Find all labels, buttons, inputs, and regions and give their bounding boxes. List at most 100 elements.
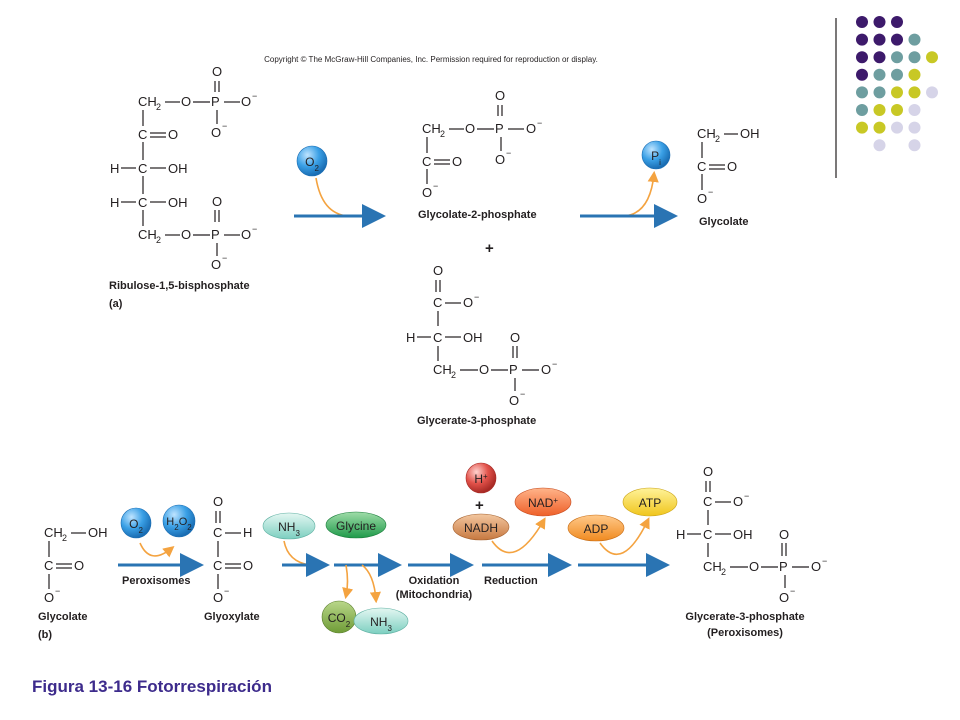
atp-label: ATP <box>639 496 661 510</box>
h2o2-bubble-label: H2O2 <box>166 516 192 532</box>
decor-dot <box>891 121 903 134</box>
svg-text:2: 2 <box>156 102 161 112</box>
adp-branch-arrow <box>599 517 650 555</box>
svg-text:O: O <box>212 194 222 209</box>
nadh-label: NADH <box>464 521 498 535</box>
svg-text:−: − <box>222 121 227 131</box>
svg-text:O: O <box>495 88 505 103</box>
svg-text:O: O <box>168 127 178 142</box>
co2-branch-arrow <box>342 564 354 600</box>
nadh-bubble: NADH <box>452 513 510 541</box>
svg-text:OH: OH <box>88 525 108 540</box>
decorative-dot-grid <box>856 16 938 152</box>
svg-text:CH: CH <box>703 559 722 574</box>
nadh-branch-arrow <box>491 517 546 554</box>
svg-text:OH: OH <box>740 126 760 141</box>
svg-text:−: − <box>537 118 542 128</box>
glycine-label: Glycine <box>336 519 376 533</box>
decor-dot <box>856 104 868 116</box>
svg-text:2: 2 <box>715 134 720 144</box>
co2-bubble: CO2 <box>321 600 357 634</box>
nad-plus-bubble: NAD+ <box>514 487 572 517</box>
svg-text:−: − <box>520 389 525 399</box>
svg-text:O: O <box>510 330 520 345</box>
decor-dot <box>926 86 938 99</box>
decor-dot <box>908 86 921 99</box>
svg-text:CH: CH <box>697 126 716 141</box>
label-glycolate-b: Glycolate <box>38 611 88 623</box>
phosphate-branch-arrow <box>623 170 659 217</box>
oxygen-branch-arrow <box>315 177 349 217</box>
svg-text:C: C <box>138 195 147 210</box>
svg-text:CH: CH <box>138 94 157 109</box>
svg-text:C: C <box>138 127 147 142</box>
label-ribulose-bisphosphate: Ribulose-1,5-bisphosphate <box>109 280 250 292</box>
svg-text:CH: CH <box>433 362 452 377</box>
decor-dot <box>908 33 921 46</box>
svg-text:O: O <box>433 263 443 278</box>
decor-dot <box>891 86 903 99</box>
decor-dot <box>891 104 903 116</box>
svg-text:−: − <box>433 181 438 191</box>
panel-b-tag: (b) <box>38 629 52 641</box>
svg-text:2: 2 <box>451 370 456 380</box>
svg-text:O: O <box>495 152 505 167</box>
svg-text:H: H <box>243 525 252 540</box>
svg-text:OH: OH <box>733 527 753 542</box>
svg-text:O: O <box>74 558 84 573</box>
svg-text:O: O <box>452 154 462 169</box>
svg-text:O: O <box>697 191 707 206</box>
oxygen-bubble: O2 <box>296 145 328 177</box>
decor-dot <box>926 51 938 64</box>
svg-text:O: O <box>811 559 821 574</box>
svg-text:2: 2 <box>156 235 161 245</box>
svg-text:O: O <box>727 159 737 174</box>
svg-text:2: 2 <box>440 129 445 139</box>
svg-text:O: O <box>526 121 536 136</box>
adp-bubble: ADP <box>567 514 625 542</box>
svg-text:P: P <box>779 559 788 574</box>
svg-text:−: − <box>744 491 749 501</box>
svg-text:O: O <box>181 227 191 242</box>
label-glycerate-3-phosphate-a: Glycerate-3-phosphate <box>417 415 536 427</box>
h2o2-bubble: H2O2 <box>162 504 196 538</box>
svg-text:O: O <box>422 185 432 200</box>
svg-text:O: O <box>44 590 54 605</box>
label-glycolate-2-phosphate: Glycolate-2-phosphate <box>418 209 537 221</box>
svg-text:P: P <box>509 362 518 377</box>
svg-text:P: P <box>211 227 220 242</box>
nh3-out-branch-arrow <box>361 564 381 604</box>
panel-a-tag: (a) <box>109 298 123 310</box>
decor-dot <box>908 68 921 81</box>
nh3-in-branch-arrow <box>283 540 311 566</box>
adp-label: ADP <box>584 522 609 536</box>
decor-dot <box>873 121 886 134</box>
label-step-mitochondria: (Mitochondria) <box>396 589 473 601</box>
svg-text:C: C <box>422 154 431 169</box>
phosphate-bubble-label: Pi <box>651 149 661 167</box>
svg-text:C: C <box>703 527 712 542</box>
svg-text:H: H <box>110 195 119 210</box>
nh3-in-label: NH3 <box>278 520 300 538</box>
svg-text:O: O <box>241 94 251 109</box>
svg-text:−: − <box>222 253 227 263</box>
label-glycerate-3-phosphate-b: Glycerate-3-phosphate <box>685 611 804 623</box>
svg-text:OH: OH <box>168 161 188 176</box>
label-step-reduction: Reduction <box>484 575 538 587</box>
decor-dot <box>873 16 886 28</box>
svg-text:2: 2 <box>721 567 726 577</box>
decor-dot <box>873 104 886 116</box>
decor-dot <box>856 33 868 46</box>
svg-text:H: H <box>110 161 119 176</box>
svg-text:−: − <box>506 148 511 158</box>
svg-text:C: C <box>213 558 222 573</box>
svg-text:−: − <box>55 586 60 596</box>
nad-plus-label: NAD+ <box>528 496 558 511</box>
glyoxylate-structure: O C H C O O− <box>213 494 253 605</box>
svg-text:O: O <box>211 257 221 272</box>
svg-text:O: O <box>181 94 191 109</box>
svg-text:O: O <box>479 362 489 377</box>
